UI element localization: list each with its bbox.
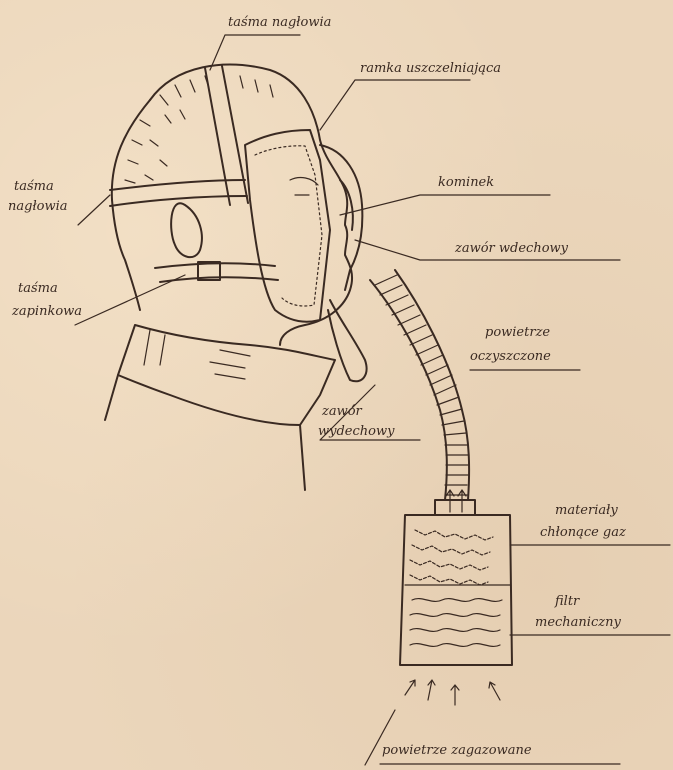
label-head-strap-left-line1: taśma [14,180,54,195]
label-chimney: kominek [438,176,494,191]
label-clean-air-line2: oczyszczone [470,350,551,365]
label-buckle-strap-line1: taśma [18,282,58,297]
label-exhale-valve-line1: zawór [322,405,362,420]
label-absorbent-line1: materiały [555,504,618,519]
label-head-strap-top: taśma nagłowia [228,16,331,31]
label-inhale-valve: zawór wdechowy [455,242,568,257]
label-absorbent-line2: chłonące gaz [540,526,626,541]
incoming-air-arrows [405,680,500,705]
label-exhale-valve-line2: wydechowy [318,425,394,440]
label-clean-air-line1: powietrze [485,326,550,341]
filter-canister [400,490,512,665]
label-sealing-frame: ramka uszczelniająca [360,62,501,77]
label-filter-line1: filtr [555,595,579,610]
breathing-hose [370,270,469,500]
label-buckle-strap-line2: zapinkowa [12,305,82,320]
label-head-strap-left-line2: nagłowia [8,200,68,215]
leader-lines [75,35,670,765]
label-contaminated-air: powietrze zagazowane [382,744,532,759]
label-filter-line2: mechaniczny [535,616,621,631]
